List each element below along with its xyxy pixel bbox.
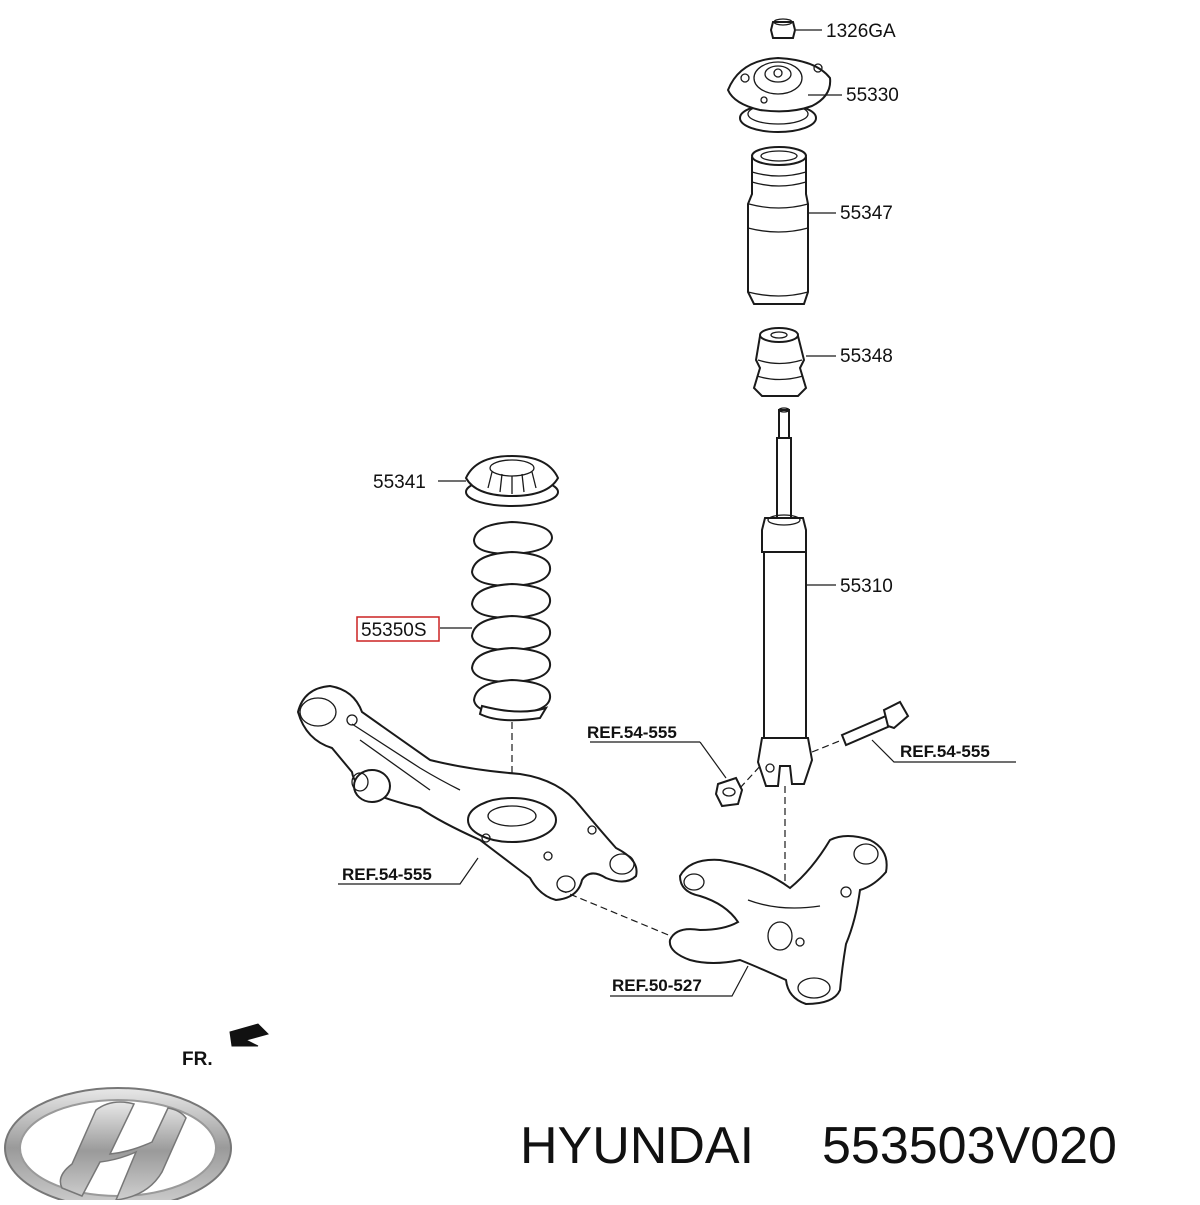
part-number: 553503V020 [822,1117,1117,1175]
hyundai-logo [4,1087,232,1205]
front-marker: FR. [182,1049,213,1070]
knuckle [610,835,888,1006]
lower-nut [590,741,763,808]
label-nut: 1326GA [826,21,896,42]
spring-pad [438,454,560,507]
label-spring-pad: 55341 [373,472,426,493]
label-spring: 55350S [361,620,427,641]
label-ref-nut: REF.54-555 [587,723,677,742]
label-ref-arm: REF.54-555 [342,865,432,884]
dust-cover [747,146,836,305]
label-mount: 55330 [846,85,899,106]
coil-spring [440,520,554,800]
highlight-box [356,616,440,642]
top-nut [769,18,822,39]
shock-absorber [756,407,836,890]
bump-stopper [752,327,836,397]
label-ref-knuckle: REF.50-527 [612,976,702,995]
label-dust-cover: 55347 [840,203,893,224]
label-bumper: 55348 [840,346,893,367]
shock-bolt [811,700,1016,763]
front-direction-arrow [229,1023,269,1047]
lower-arm [296,684,691,945]
strut-mount [726,56,842,133]
label-shock: 55310 [840,576,893,597]
brand-name: HYUNDAI [520,1117,754,1175]
label-ref-bolt: REF.54-555 [900,742,990,761]
